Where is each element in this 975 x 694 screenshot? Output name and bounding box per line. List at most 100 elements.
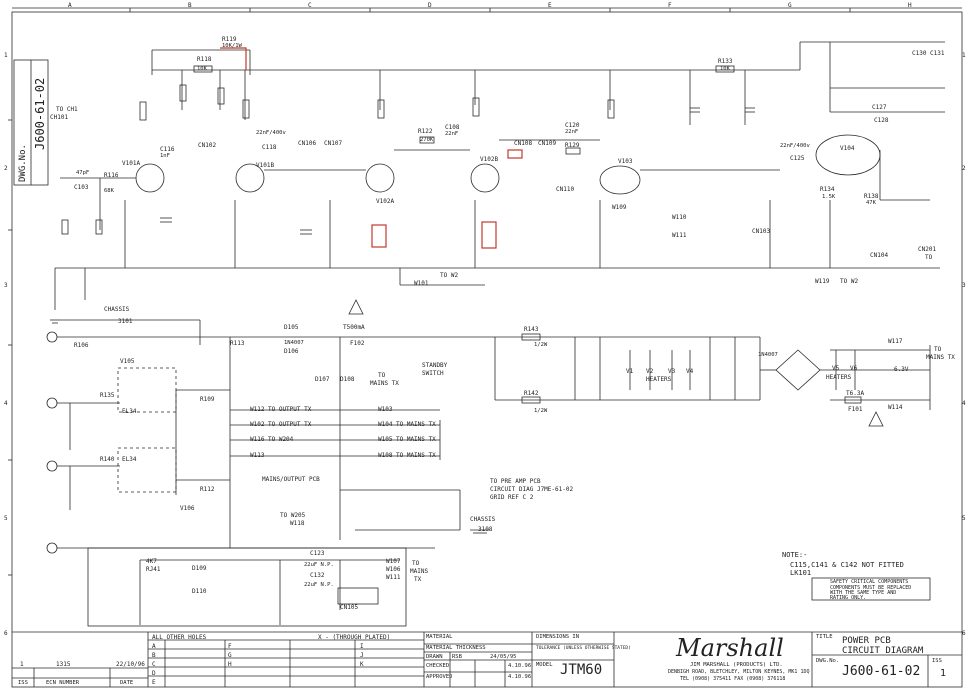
r119-label: R119 — [222, 36, 237, 43]
r109-label: R109 — [200, 396, 215, 403]
iss-label-right: ISS — [932, 658, 942, 664]
grid-row-5-right: 5 — [962, 515, 966, 522]
c131-label: C131 — [930, 50, 945, 57]
heater-v4: V4 — [686, 368, 694, 375]
to-w204: TO W204 — [268, 436, 294, 443]
material-label: MATERIAL — [426, 634, 453, 640]
rev-letter-e: E — [152, 679, 156, 686]
v102a-label: V102A — [376, 198, 395, 205]
v103-label: V103 — [618, 158, 633, 165]
grid-ref: GRID REF C 2 — [490, 494, 534, 501]
rev-row-1-ecn: 1315 — [56, 661, 71, 668]
iss-label: ISS — [18, 680, 28, 686]
w118-label: W118 — [290, 520, 305, 527]
title-line-1: POWER PCB — [842, 636, 891, 646]
rev-letter-b: B — [152, 652, 156, 659]
r143-label: R143 — [524, 326, 539, 333]
v101b-label: V101B — [256, 162, 275, 169]
grid-col-h: H — [908, 2, 912, 9]
date-label: DATE — [120, 680, 134, 686]
rj41-value: 4K7 — [146, 558, 157, 565]
v104-label: V104 — [840, 145, 855, 152]
fuse-t500ma: T500mA — [343, 324, 365, 331]
r112-label: R112 — [200, 486, 215, 493]
to-mains-6: TO — [412, 560, 420, 567]
w114-label: W114 — [888, 404, 903, 411]
checked-date: 4.10.96 — [508, 663, 532, 669]
w108-label: W108 — [378, 452, 393, 459]
d105-label: D105 — [284, 324, 299, 331]
w119-label: W119 — [815, 278, 830, 285]
to-mains-4: TO MAINS TX — [396, 452, 436, 459]
r138-label: R138 — [864, 193, 879, 200]
grid-col-e: E — [548, 2, 552, 9]
r140-label: R140 — [100, 456, 115, 463]
w117-label: W117 — [888, 338, 903, 345]
letter-g: G — [228, 652, 232, 659]
mains-tx-5: MAINS TX — [926, 354, 955, 361]
chassis-2-id: 3108 — [478, 526, 493, 533]
c125-label: C125 — [790, 155, 805, 162]
to-preamp: TO PRE AMP PCB — [490, 478, 541, 485]
grid-col-f: F — [668, 2, 672, 9]
grid-col-d: D — [428, 2, 432, 9]
to-w2-b: TO W2 — [840, 278, 859, 285]
switch-label: SWITCH — [422, 370, 444, 377]
r133-value: 10K — [720, 66, 730, 72]
to-ch1-label: TO CH1 — [56, 106, 78, 113]
r135-label: R135 — [100, 392, 115, 399]
c103-value: 47pF — [76, 170, 90, 176]
approved-date: 4.10.96 — [508, 674, 532, 680]
grid-col-a: A — [68, 2, 72, 9]
grid-col-c: C — [308, 2, 312, 9]
grid-row-4: 4 — [4, 400, 8, 407]
cn103-label: CN103 — [752, 228, 771, 235]
heater-v5: V5 — [832, 365, 840, 372]
c120-label: C120 — [565, 122, 580, 129]
cn104-label: CN104 — [870, 252, 889, 259]
safety-line-2: COMPONENTS MUST BE REPLACED — [830, 585, 912, 591]
fuse-t63a: T6.3A — [846, 390, 865, 397]
c123-label: C123 — [310, 550, 325, 557]
heaters-2: HEATERS — [826, 374, 852, 381]
v101a-label: V101A — [122, 160, 141, 167]
v102b-label: V102B — [480, 156, 499, 163]
company-line-3: TEL (0908) 375411 FAX (0908) 376118 — [680, 676, 786, 682]
title-label: TITLE — [816, 634, 833, 640]
title-line-2: CIRCUIT DIAGRAM — [842, 646, 924, 656]
ecn-label: ECN NUMBER — [46, 680, 80, 686]
cn108-label: CN108 — [514, 140, 533, 147]
to-w2-a: TO W2 — [440, 272, 459, 279]
letter-i: I — [360, 643, 364, 650]
grid-col-b: B — [188, 2, 192, 9]
w104-label: W104 — [378, 421, 393, 428]
w111-label: W111 — [672, 232, 687, 239]
d109-label: D109 — [192, 565, 207, 572]
grid-col-g: G — [788, 2, 792, 9]
grid-row-3-right: 3 — [962, 282, 966, 289]
w116-label: W116 — [250, 436, 265, 443]
r142-label: R142 — [524, 390, 539, 397]
d106-label: D106 — [284, 348, 299, 355]
tx-6: TX — [414, 576, 422, 583]
dwg-no-label: DWG.No. — [816, 658, 840, 664]
side-dwg-label: DWG.No. — [18, 144, 28, 182]
border-frame — [11, 11, 963, 688]
drawn-date: 24/05/95 — [490, 654, 517, 660]
company-line-1: JIM MARSHALL (PRODUCTS) LTD. — [690, 662, 783, 668]
grid-row-6-right: 6 — [962, 630, 966, 637]
to-w205: TO W205 — [280, 512, 306, 519]
cn201-label: CN201 — [918, 246, 937, 253]
approved-label: APPROVED — [426, 674, 453, 680]
rev-letter-a: A — [152, 643, 156, 650]
company-line-2: DENBIGH ROAD, BLETCHLEY, MILTON KEYNES, … — [668, 669, 810, 675]
chassis-label: CHASSIS — [104, 306, 130, 313]
dwg-no-value: J600-61-02 — [842, 664, 921, 679]
v-6-3: 6.3V — [894, 366, 909, 373]
cn102-label: CN102 — [198, 142, 217, 149]
w105-label: W105 — [378, 436, 393, 443]
bridge-diode-value: 1N4007 — [758, 352, 778, 358]
heater-v1: V1 — [626, 368, 634, 375]
grid-row-1: 1 — [4, 52, 8, 59]
